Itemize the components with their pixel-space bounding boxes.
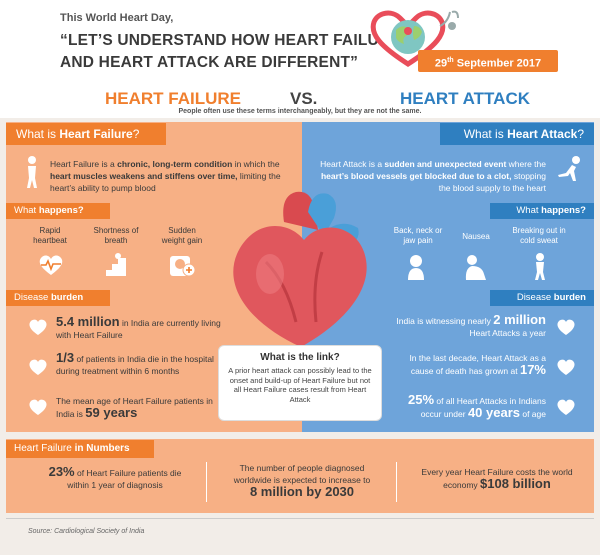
heart-attack-heading: HEART ATTACK: [400, 89, 530, 108]
ha-stat-young: 25% of all Heart Attacks in Indians occu…: [407, 392, 546, 420]
collapsing-person-icon: [558, 156, 580, 181]
hf-stat-prevalence: 5.4 million in India are currently livin…: [56, 314, 221, 340]
symptom-weight-gain: Sudden weight gain: [161, 226, 203, 245]
heartbeat-icon: [39, 255, 63, 275]
interchangeable-note: People often use these terms interchange…: [178, 108, 422, 115]
heart-icon: [557, 399, 575, 415]
link-box: What is the link? A prior heart attack c…: [218, 345, 382, 421]
heart-failure-definition: Heart Failure is a chronic, long-term co…: [50, 159, 281, 193]
heart-failure-heading: HEART FAILURE: [105, 89, 241, 108]
divider: [396, 462, 397, 502]
heart-icon: [29, 359, 47, 375]
heart-icon: [557, 359, 575, 375]
hf-stat-mean-age: The mean age of Heart Failure patients i…: [56, 396, 213, 420]
divider: [206, 462, 207, 502]
stairs-icon: [106, 253, 126, 276]
number-mortality: 23% of Heart Failure patients die within…: [48, 464, 182, 490]
symptom-shortness-of-breath: Shortness of breath: [93, 226, 139, 245]
versus-label: VS.: [290, 89, 318, 108]
what-is-heart-failure-bar: What is Heart Failure?: [6, 123, 166, 145]
ha-what-happens-bar: What happens?: [490, 203, 594, 219]
hf-stat-mortality: 1/3 of patients in India die in the hosp…: [56, 350, 214, 376]
divider: [6, 518, 594, 519]
what-is-heart-attack-bar: What is Heart Attack?: [440, 123, 594, 145]
link-text: A prior heart attack can possibly lead t…: [228, 366, 372, 404]
ha-stat-growth: In the last decade, Heart Attack as a ca…: [409, 353, 546, 377]
heart-icon: [29, 399, 47, 415]
scale-icon: [170, 256, 196, 277]
numbers-bar: Heart Failure in Numbers: [6, 440, 154, 458]
number-cost: Every year Heart Failure costs the world…: [421, 467, 573, 491]
symptom-back-neck-jaw-pain: Back, neck or jaw pain: [393, 226, 443, 245]
neck-pain-icon: [408, 255, 424, 280]
sweat-icon: [535, 253, 545, 280]
intro-text: This World Heart Day,: [60, 12, 174, 24]
date-badge: 29th September 2017: [418, 50, 558, 72]
heart-illustration: [233, 191, 367, 347]
heart-attack-definition: Heart Attack is a sudden and unexpected …: [320, 159, 546, 193]
ha-disease-burden-bar: Disease burden: [490, 290, 594, 306]
symptom-rapid-heartbeat: Rapid heartbeat: [33, 226, 67, 245]
number-global: The number of people diagnosed worldwide…: [233, 463, 371, 499]
heart-icon: [29, 319, 47, 335]
link-title: What is the link?: [260, 352, 340, 363]
nausea-icon: [465, 255, 486, 280]
symptom-nausea: Nausea: [462, 232, 490, 241]
hf-what-happens-bar: What happens?: [6, 203, 110, 219]
tired-person-icon: [27, 156, 37, 188]
symptom-cold-sweat: Breaking out in cold sweat: [512, 226, 566, 245]
source-note: Source: Cardiological Society of India: [28, 528, 145, 535]
hf-disease-burden-bar: Disease burden: [6, 290, 110, 306]
title-line-1: “LET’S UNDERSTAND HOW HEART FAILURE: [60, 32, 401, 49]
title-line-2: AND HEART ATTACK ARE DIFFERENT”: [60, 54, 359, 71]
heart-icon: [557, 319, 575, 335]
